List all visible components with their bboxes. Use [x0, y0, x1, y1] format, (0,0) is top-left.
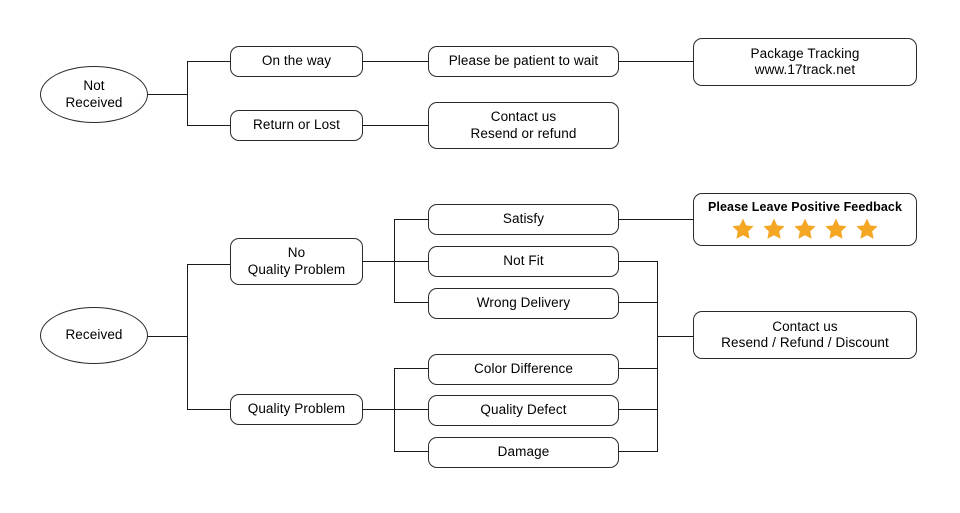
connector-merge-to-resolution: [657, 336, 694, 337]
node-color-difference[interactable]: Color Difference: [428, 354, 619, 385]
node-satisfy[interactable]: Satisfy: [428, 204, 619, 235]
node-contact-us-resend-or-refund[interactable]: Contact us Resend or refund: [428, 102, 619, 149]
connector-return-or-lost-to-contact: [362, 125, 429, 126]
node-on-the-way[interactable]: On the way: [230, 46, 363, 77]
connector-quality-problem-stub: [362, 409, 395, 410]
connector-no-quality-problem-stub: [362, 261, 395, 262]
connector-quality-defect-to-merge: [618, 409, 658, 410]
connector-color-difference-to-merge: [618, 368, 658, 369]
connector-satisfy-to-feedback: [618, 219, 694, 220]
connector-not-fit-to-merge: [618, 261, 658, 262]
connector-received-to-no-quality-problem: [187, 264, 231, 265]
star-icon[interactable]: [824, 217, 848, 241]
connector-to-color-difference: [394, 368, 429, 369]
connector-wrong-delivery-to-merge: [618, 302, 658, 303]
node-not-fit[interactable]: Not Fit: [428, 246, 619, 277]
node-received[interactable]: Received: [40, 307, 148, 364]
node-please-be-patient-to-wait[interactable]: Please be patient to wait: [428, 46, 619, 77]
connector-on-the-way-to-wait: [362, 61, 429, 62]
feedback-label: Please Leave Positive Feedback: [707, 200, 903, 215]
connector-not-received-to-on-the-way: [187, 61, 231, 62]
connector-received-root: [147, 336, 188, 337]
connector-to-not-fit: [394, 261, 429, 262]
connector-quality-problem-bus: [394, 368, 395, 452]
node-return-or-lost[interactable]: Return or Lost: [230, 110, 363, 141]
connector-merge-bus: [657, 261, 658, 452]
connector-not-received-root: [147, 94, 188, 95]
node-wrong-delivery[interactable]: Wrong Delivery: [428, 288, 619, 319]
connector-received-to-quality-problem: [187, 409, 231, 410]
star-icon[interactable]: [793, 217, 817, 241]
connector-not-received-to-return-or-lost: [187, 125, 231, 126]
node-quality-defect[interactable]: Quality Defect: [428, 395, 619, 426]
star-icon[interactable]: [762, 217, 786, 241]
connector-to-satisfy: [394, 219, 429, 220]
node-please-leave-positive-feedback[interactable]: Please Leave Positive Feedback: [693, 193, 917, 246]
node-package-tracking[interactable]: Package Tracking www.17track.net: [693, 38, 917, 86]
connector-to-quality-defect: [394, 409, 429, 410]
node-no-quality-problem[interactable]: No Quality Problem: [230, 238, 363, 285]
star-icon[interactable]: [731, 217, 755, 241]
node-quality-problem[interactable]: Quality Problem: [230, 394, 363, 425]
connector-to-wrong-delivery: [394, 302, 429, 303]
node-contact-us-resend-refund-discount[interactable]: Contact us Resend / Refund / Discount: [693, 311, 917, 359]
connector-to-damage: [394, 451, 429, 452]
node-not-received[interactable]: Not Received: [40, 66, 148, 123]
connector-damage-to-merge: [618, 451, 658, 452]
connector-wait-to-tracking: [618, 61, 694, 62]
star-rating[interactable]: [731, 217, 879, 241]
connector-not-received-bus: [187, 61, 188, 126]
star-icon[interactable]: [855, 217, 879, 241]
connector-received-bus: [187, 264, 188, 410]
node-damage[interactable]: Damage: [428, 437, 619, 468]
